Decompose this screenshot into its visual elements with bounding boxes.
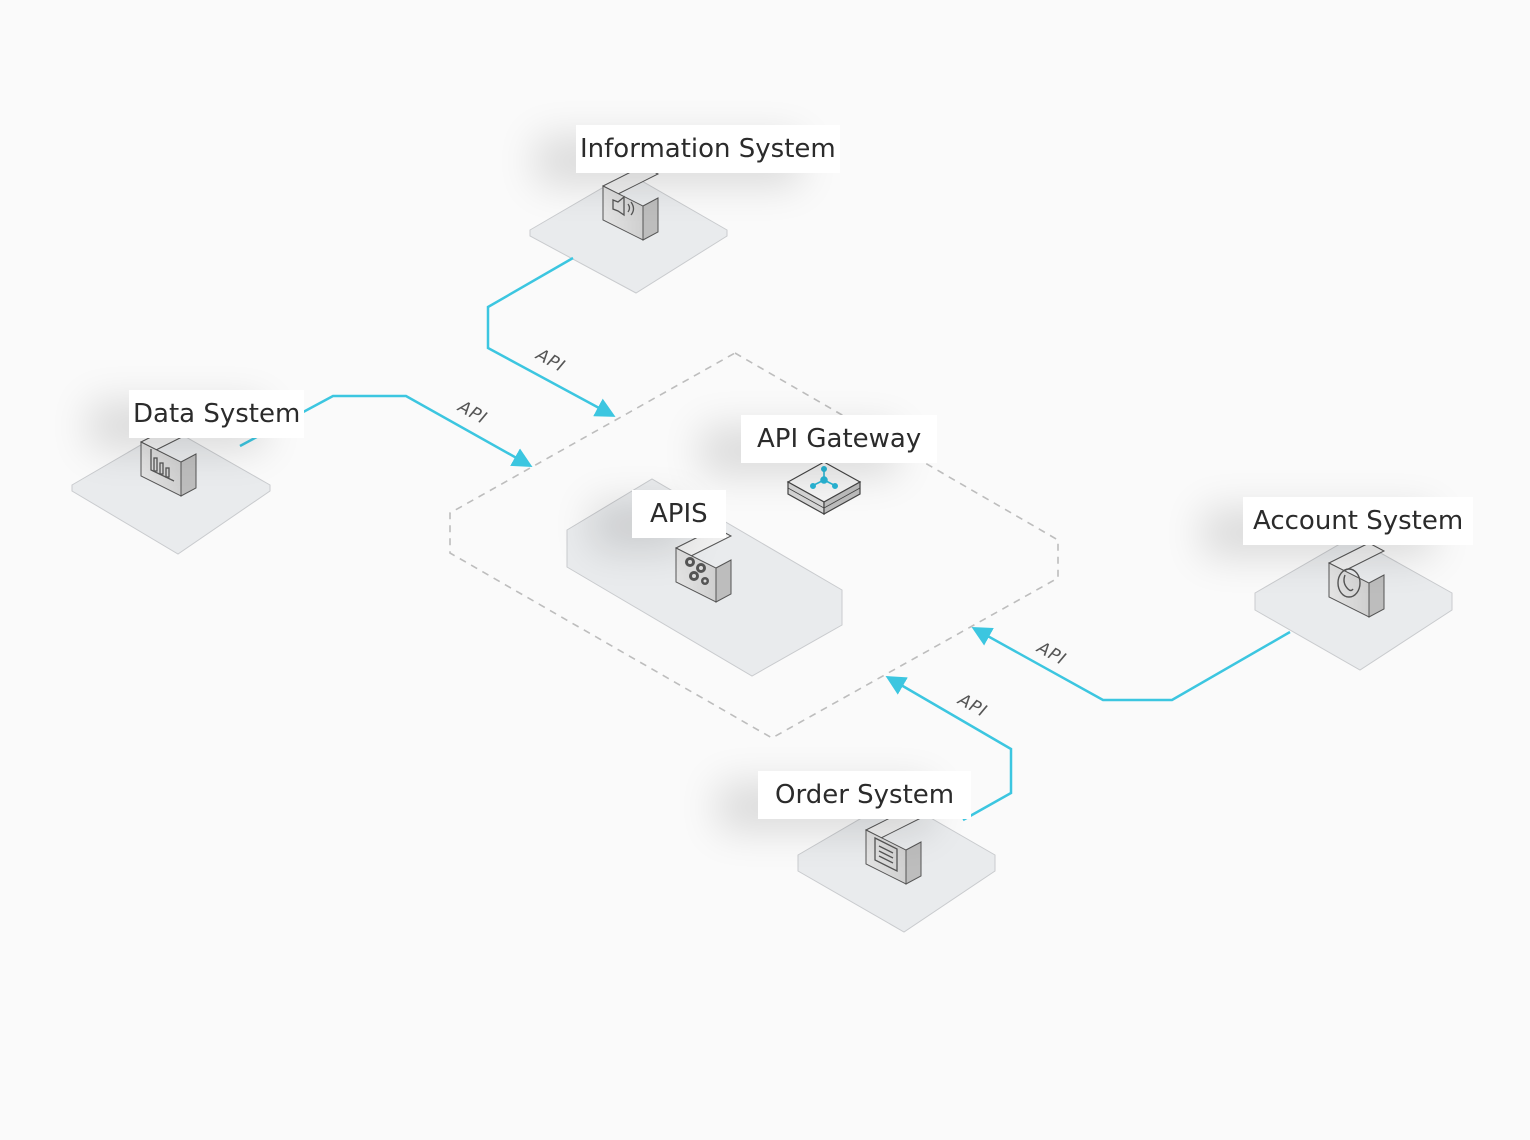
document-icon — [874, 836, 898, 873]
connector-order — [885, 675, 1013, 822]
account-system-label: Account System — [1243, 497, 1474, 545]
connector-information — [486, 256, 616, 417]
api-label-order: API — [954, 689, 991, 721]
api-label-information: API — [532, 344, 569, 376]
phone-icon — [1337, 568, 1361, 598]
information-system-label: Information System — [576, 125, 840, 173]
order-system-label: Order System — [758, 771, 972, 819]
network-node-icon — [809, 466, 838, 489]
gateway-boundary — [449, 352, 1059, 739]
gear-icon — [685, 557, 709, 585]
apis-label: APIS — [632, 490, 726, 538]
data-system-label: Data System — [129, 390, 305, 438]
bar-chart-icon — [150, 449, 175, 482]
api-label-data: API — [454, 396, 491, 428]
account-server-icon — [1327, 542, 1386, 618]
speaker-icon — [612, 195, 635, 217]
gateway-device-icon — [786, 461, 862, 516]
connector-account — [971, 627, 1291, 702]
api-gateway-label: API Gateway — [741, 415, 938, 463]
information-server-icon — [601, 165, 660, 241]
